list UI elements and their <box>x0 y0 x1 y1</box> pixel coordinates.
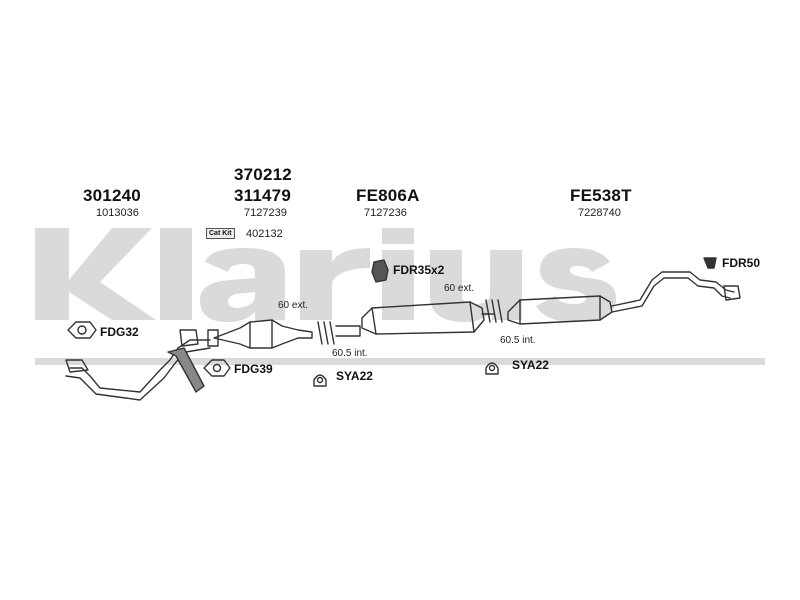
fitting-fdg32: FDG32 <box>100 325 139 339</box>
joint-2-int-label: 60.5 int. <box>500 335 536 346</box>
fitting-fdg39: FDG39 <box>234 362 273 376</box>
fitting-fdr35x2: FDR35x2 <box>393 263 445 277</box>
joint-1-int-label: 60.5 int. <box>332 348 368 359</box>
fdr35x2-mount-icon <box>371 259 389 283</box>
cat-kit-badge: Cat Kit <box>206 228 235 239</box>
oe-number-rear-silencer: 7228740 <box>578 207 621 219</box>
fdg32-gasket-icon <box>67 321 97 339</box>
part-number-centre-silencer: FE806A <box>356 186 420 205</box>
sya22-clamp-icon-a <box>313 374 327 387</box>
fitting-fdr50: FDR50 <box>722 256 761 270</box>
joint-2-ext-label: 60 ext. <box>444 283 475 294</box>
catalyst-body <box>213 319 313 349</box>
oe-number-front-pipe: 1013036 <box>96 207 139 219</box>
sya22-clamp-icon-b <box>485 362 499 375</box>
fdg39-gasket-icon <box>203 359 231 377</box>
flex-pipe <box>167 347 205 393</box>
centre-silencer-body <box>361 301 485 335</box>
tailpipe <box>611 271 735 307</box>
part-number-front-pipe: 301240 <box>83 186 141 205</box>
part-number-catalyst-1: 370212 <box>234 165 292 184</box>
cat-kit-number: 402132 <box>246 228 283 240</box>
oe-number-centre-silencer: 7127236 <box>364 207 407 219</box>
fdr50-mount-icon <box>703 257 717 269</box>
joint-2-marks <box>485 299 503 323</box>
oe-number-catalyst: 7127239 <box>244 207 287 219</box>
joint-1-marks <box>317 321 335 345</box>
front-pipe <box>69 339 211 393</box>
joint-1-ext-label: 60 ext. <box>278 300 309 311</box>
rear-silencer-body <box>507 295 613 325</box>
fitting-sya22-a: SYA22 <box>336 369 373 383</box>
part-number-rear-silencer: FE538T <box>570 186 632 205</box>
part-number-catalyst-2: 311479 <box>234 186 291 205</box>
fitting-sya22-b: SYA22 <box>512 358 549 372</box>
